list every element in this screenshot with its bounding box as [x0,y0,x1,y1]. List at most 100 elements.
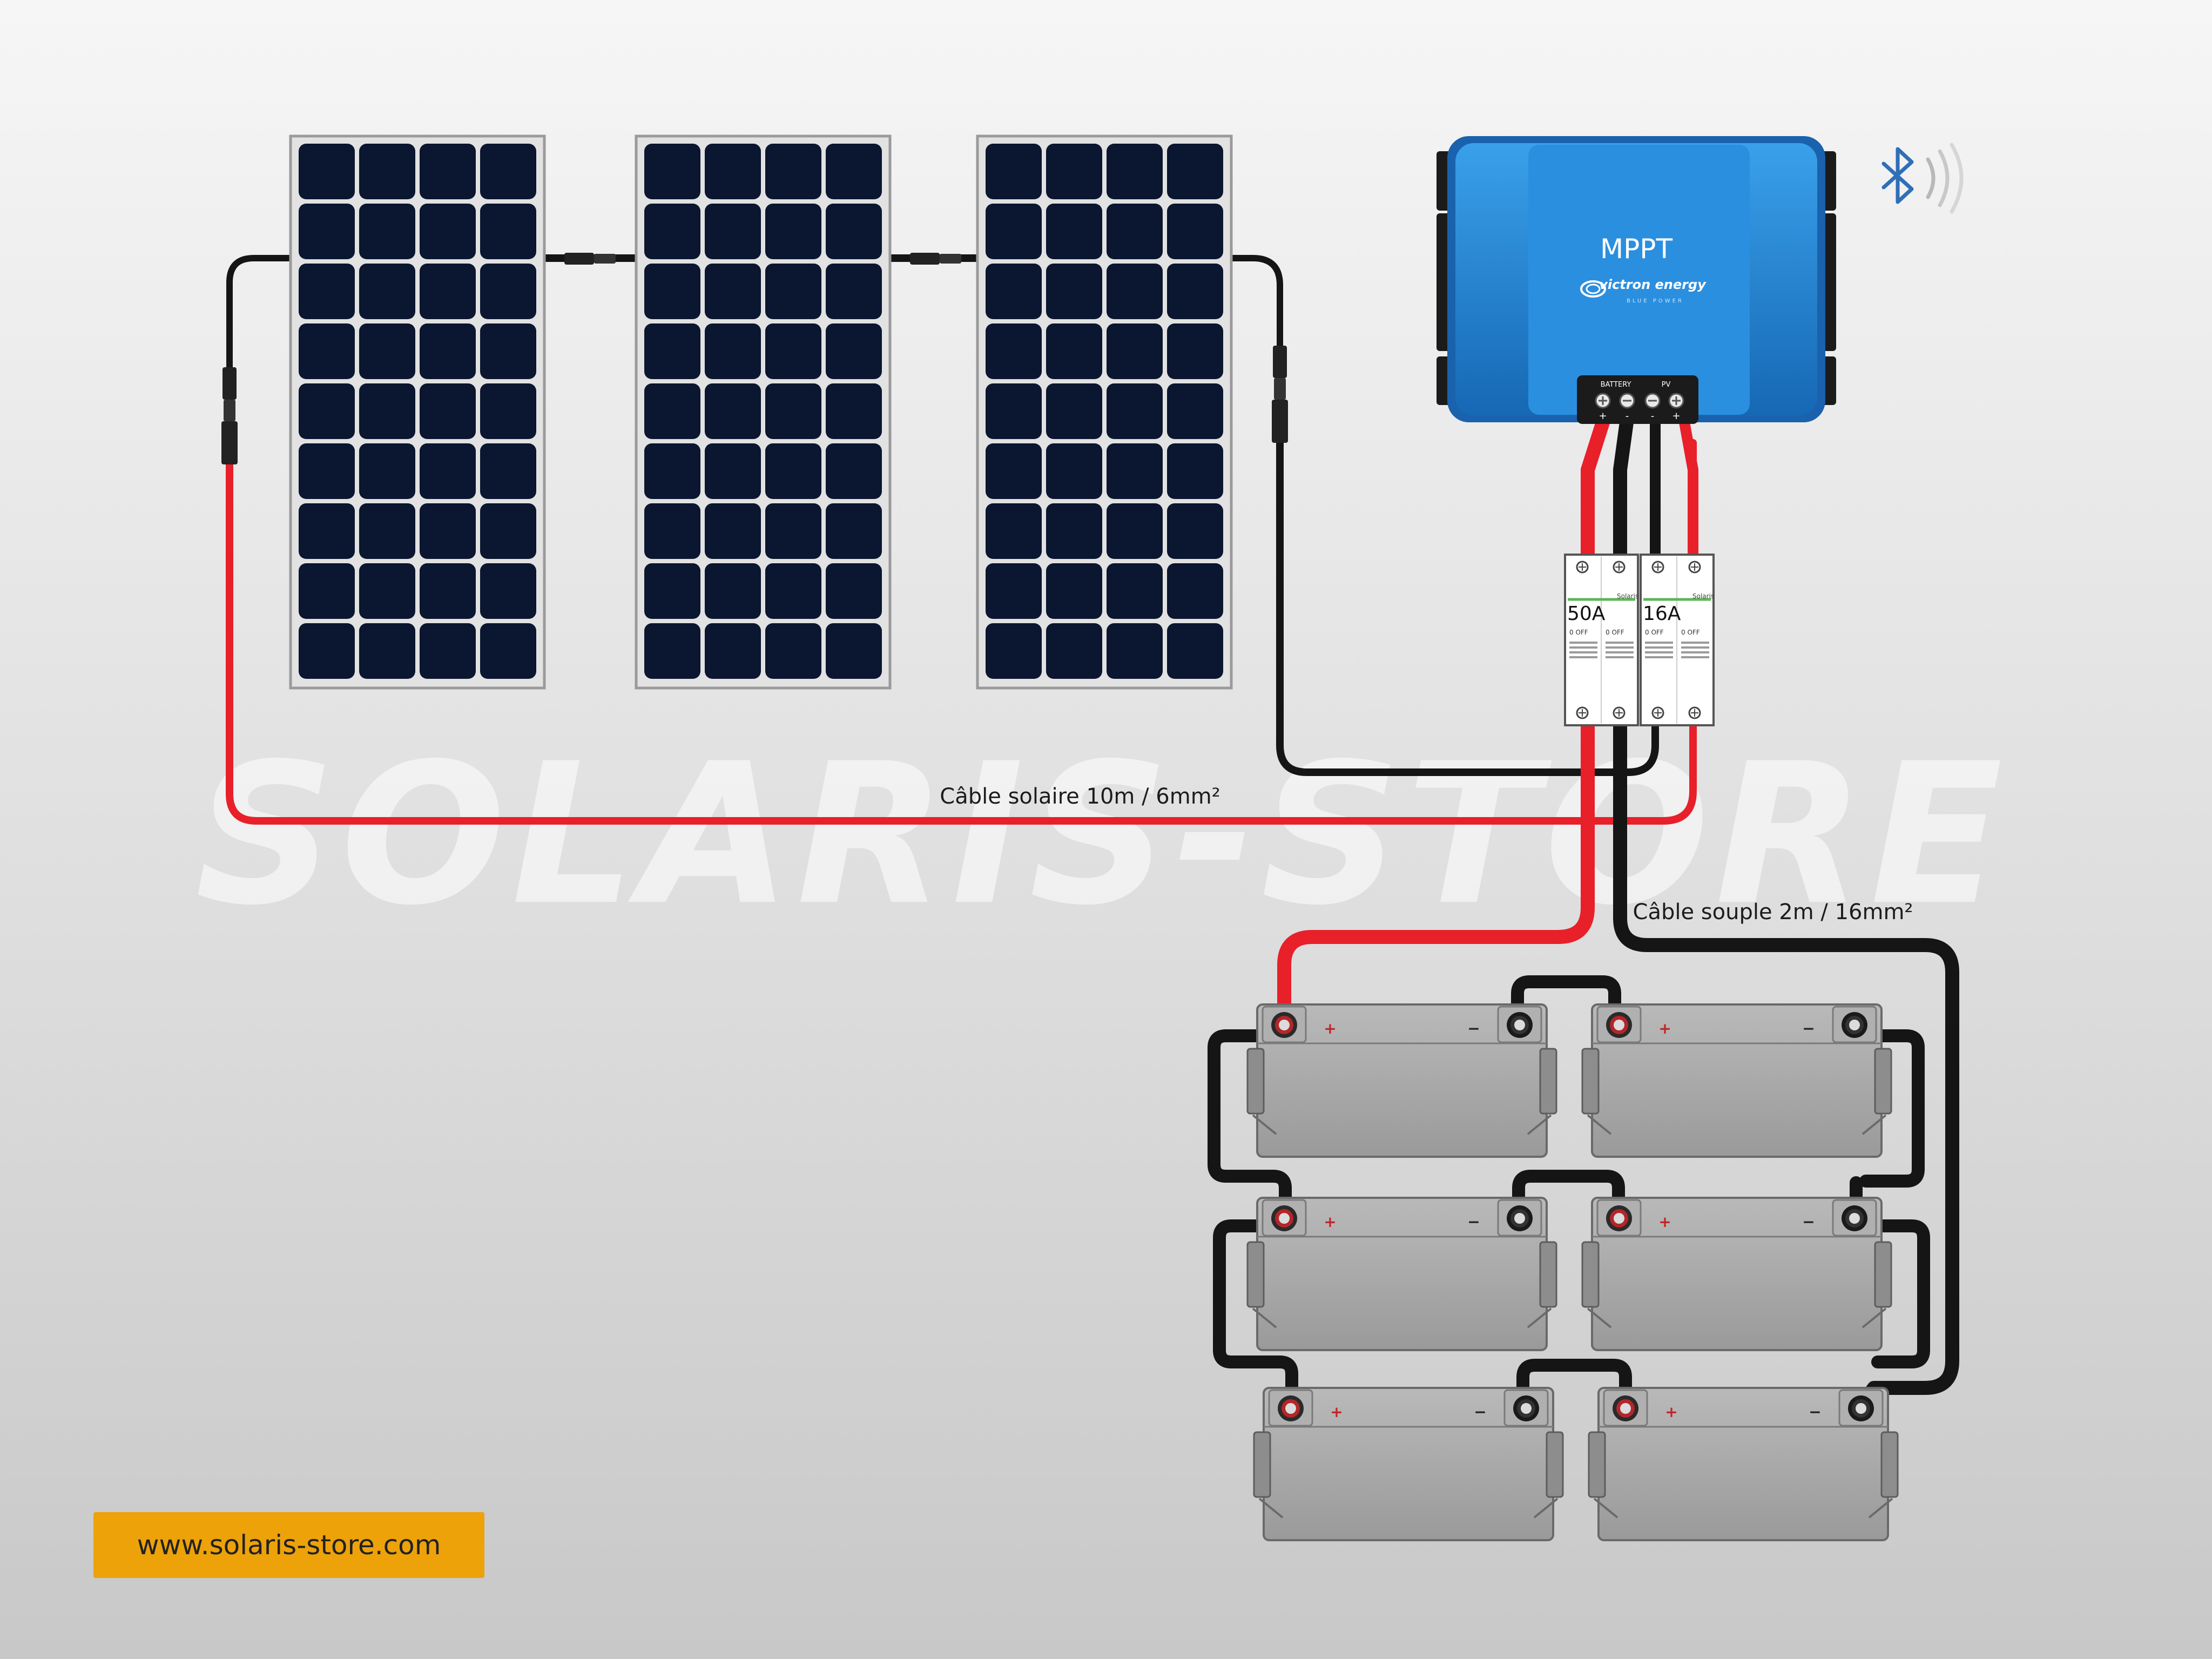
minus-mark: − [1809,1403,1821,1421]
negative-terminal [1842,1205,1867,1231]
solar-panel [289,134,546,690]
solar-cell [359,563,415,619]
solar-cell [420,623,476,679]
solar-cell [1167,323,1223,379]
solar-cell [1107,563,1163,619]
solar-cell [986,323,1042,379]
solar-cell [765,204,821,259]
solar-cell [480,323,536,379]
solar-cell [1046,623,1102,679]
watermark: SOLARIS-STORE [195,721,2008,948]
solar-cell [480,443,536,499]
breaker-brand: Solaris [1692,592,1714,600]
breaker-rating: 16A [1643,603,1681,625]
plus-mark: + [1324,1020,1336,1037]
battery-3: +− [1246,1197,1557,1351]
solar-cell [359,383,415,439]
solar-cell [986,443,1042,499]
solar-cell [705,563,761,619]
solar-cell [986,383,1042,439]
solar-cell [705,264,761,319]
battery-2: +− [1581,1003,1892,1158]
solar-cell [299,144,355,199]
solar-cell [765,264,821,319]
solar-cell [480,563,536,619]
solar-cell [1046,264,1102,319]
breaker-state: 0 OFF [1606,629,1624,636]
solar-cell [1046,204,1102,259]
solar-cell [1046,323,1102,379]
solar-cell [644,623,700,679]
solar-cell [765,623,821,679]
solar-cell [705,383,761,439]
negative-terminal [1842,1012,1867,1038]
solar-cell [986,264,1042,319]
negative-terminal [1507,1012,1533,1038]
battery-6: +− [1588,1387,1899,1541]
terminal-pole-3: - [1651,410,1655,422]
negative-terminal [1507,1205,1533,1231]
solar-cell [1046,503,1102,559]
battery-cable-label: Câble souple 2m / 16mm² [1633,900,1913,925]
solar-cell [644,323,700,379]
solar-cell [705,503,761,559]
solar-cell [1107,383,1163,439]
solar-cable-label: Câble solaire 10m / 6mm² [940,784,1220,809]
positive-terminal [1271,1205,1297,1231]
solar-cell [1167,144,1223,199]
controller-brand: victron energy [1599,277,1707,292]
solar-cell [359,503,415,559]
solar-cell [1167,443,1223,499]
minus-mark: − [1802,1020,1815,1037]
solar-cell [705,443,761,499]
solar-cell [765,323,821,379]
solar-cell [1046,144,1102,199]
solar-cell [644,503,700,559]
solar-panel [976,134,1233,690]
solar-cell [644,144,700,199]
solar-cell [359,623,415,679]
solar-cell [1167,563,1223,619]
solar-cell [1046,443,1102,499]
solar-cell [705,623,761,679]
plus-mark: + [1658,1213,1671,1231]
solar-cell [644,264,700,319]
terminal-pole-1: + [1599,410,1607,422]
solar-cell [480,383,536,439]
solar-cell [420,264,476,319]
mppt-controller: MPPT victron energy BLUE POWER BATTERY P… [1437,136,1836,424]
solar-cell [420,563,476,619]
solar-cell [480,264,536,319]
solar-cell [1167,503,1223,559]
solar-cell [644,563,700,619]
solar-cell [765,563,821,619]
solar-cell [299,264,355,319]
plus-mark: + [1330,1403,1343,1421]
plus-mark: + [1324,1213,1336,1231]
battery-1: +− [1246,1003,1557,1158]
positive-terminal [1271,1012,1297,1038]
solar-cell [986,623,1042,679]
plus-mark: + [1658,1020,1671,1037]
solar-cell [765,144,821,199]
solar-cell [705,144,761,199]
minus-mark: − [1802,1213,1815,1231]
solar-cell [986,204,1042,259]
port-battery-label: BATTERY [1601,381,1631,389]
solar-cell [420,204,476,259]
solar-cell [480,144,536,199]
website-badge[interactable]: www.solaris-store.com [93,1512,484,1578]
controller-brand-sub: BLUE POWER [1627,298,1684,304]
solar-cell [1167,383,1223,439]
positive-terminal [1613,1395,1638,1421]
website-link[interactable]: www.solaris-store.com [137,1529,441,1561]
negative-terminal [1848,1395,1874,1421]
solar-cell [420,144,476,199]
solar-cell [986,563,1042,619]
breaker-rating: 50A [1567,603,1606,625]
terminal-pole-4: + [1672,410,1680,422]
port-pv-label: PV [1662,381,1671,389]
